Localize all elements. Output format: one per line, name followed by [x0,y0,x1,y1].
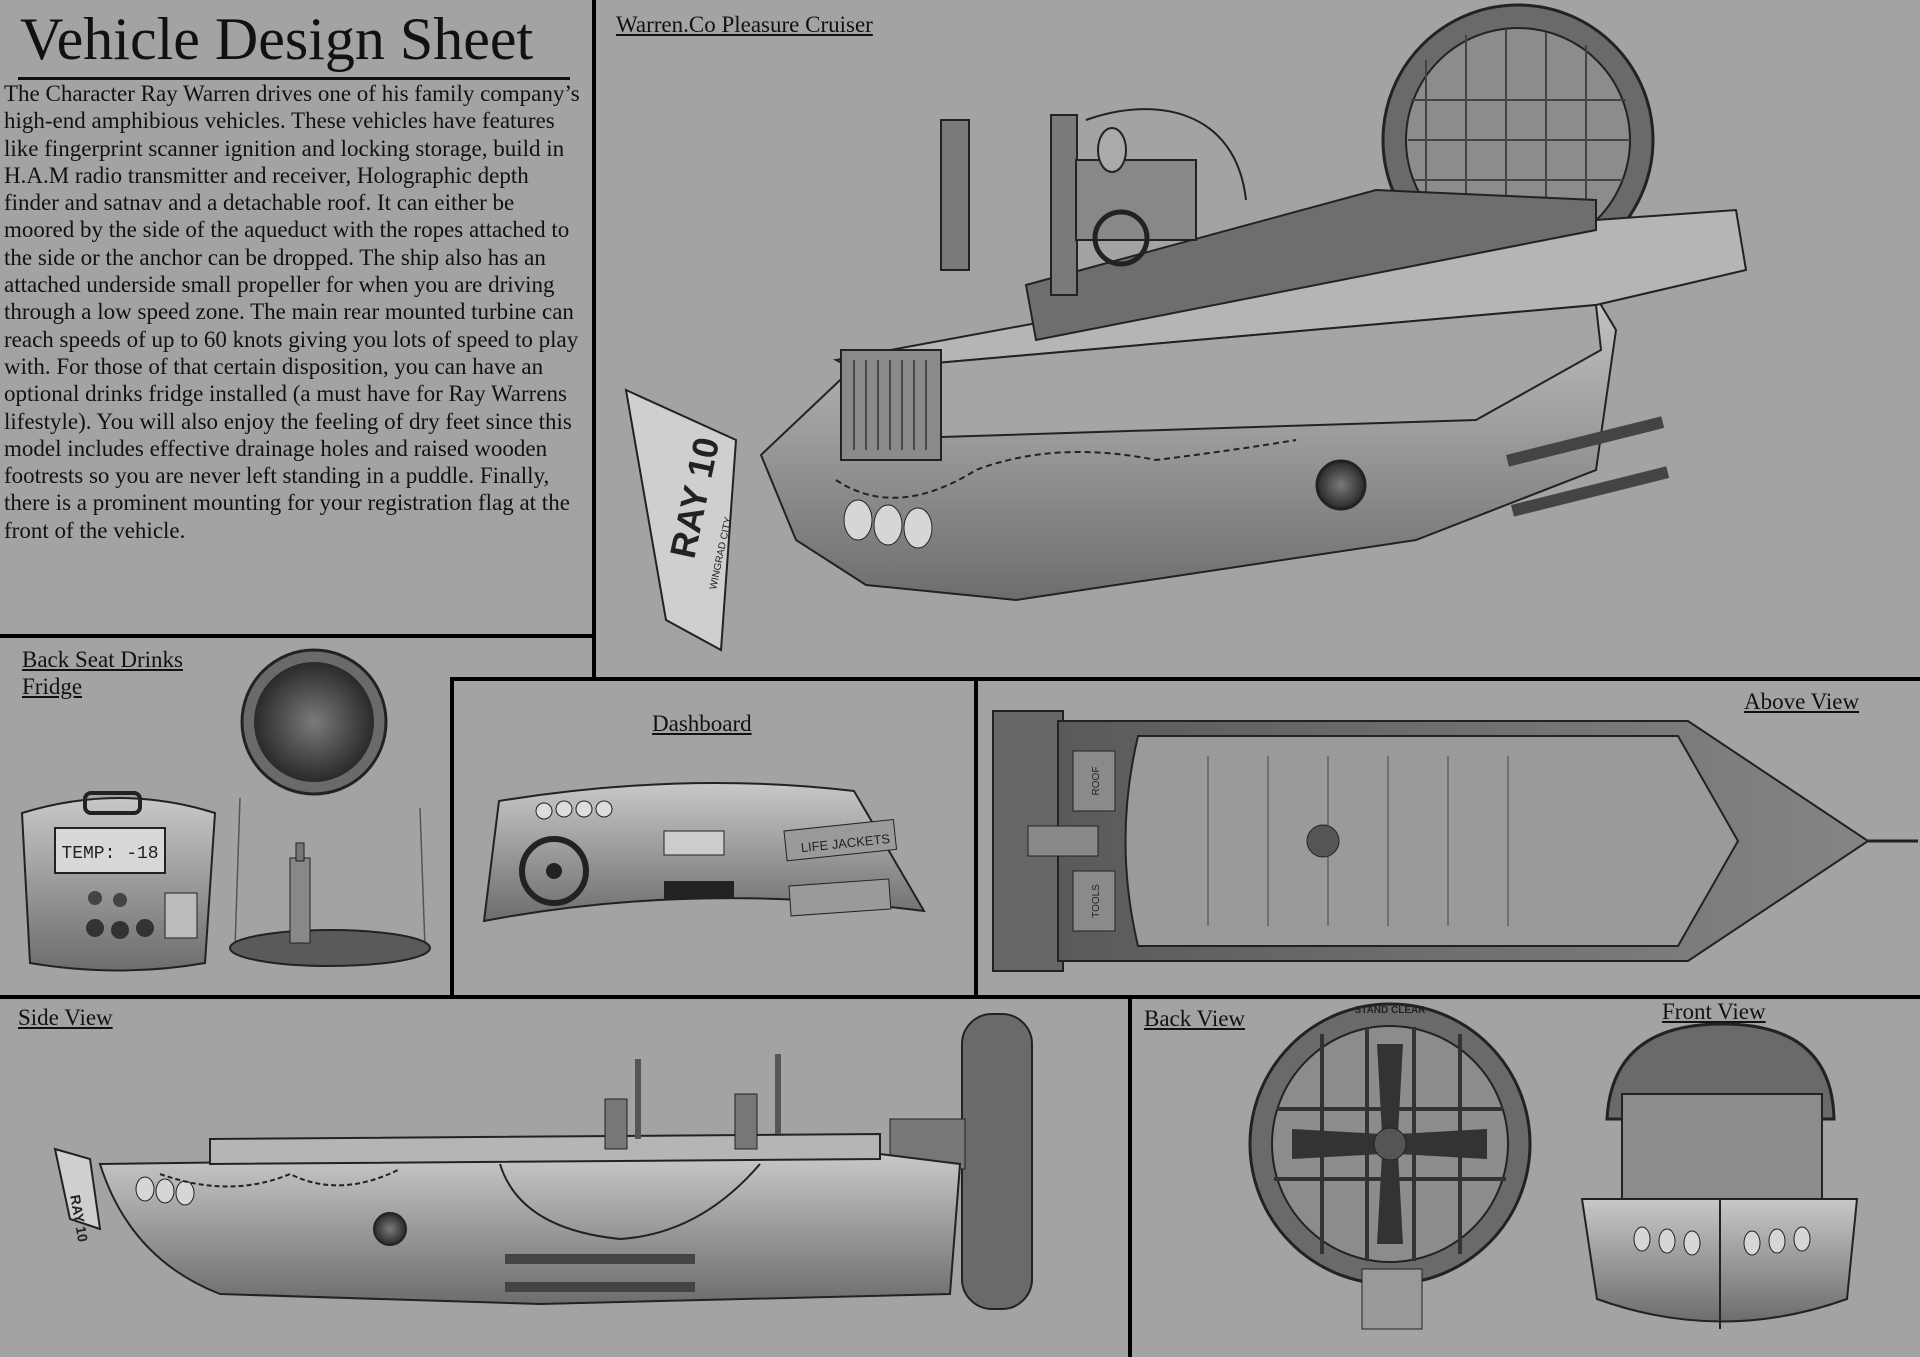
divider-dashboard-above [974,677,978,997]
divider-above-lower [1128,995,1920,999]
dashboard-title: Dashboard [652,711,752,736]
back-view-illustration: STAND CLEAR [1248,1002,1532,1330]
fridge-panel: Back Seat Drinks Fridge TEMP: -18 [0,638,450,995]
title-underline [18,77,570,80]
divider-vertical-top [592,0,596,680]
above-view-title: Above View [1744,689,1860,714]
above-view-illustration: ROOF TOOLS [992,710,1918,972]
front-view-panel: Front View [1572,999,1920,1357]
description-panel: Vehicle Design Sheet The Character Ray W… [0,0,592,634]
main-panel-title: Warren.Co Pleasure Cruiser [616,12,873,37]
divider-horizontal-lower [0,995,1130,999]
stand-clear-text: STAND CLEAR [1355,1005,1427,1016]
fridge-display-text: TEMP: -18 [61,844,158,864]
front-view-title: Front View [1662,999,1766,1024]
page-title: Vehicle Design Sheet [20,6,534,72]
side-hull [98,1152,962,1306]
side-view-panel: Side View RAY 10 [0,999,1128,1357]
divider-side-back [1128,995,1132,1357]
fridge-title-line1: Back Seat Drinks [22,647,183,672]
pleasure-cruiser-illustration: RAY 10 WINGRAD CITY [624,3,1748,652]
main-vehicle-panel: Warren.Co Pleasure Cruiser [596,0,1920,677]
side-view-illustration: RAY 10 [53,1013,1033,1310]
front-view-illustration [1580,1022,1859,1329]
back-view-panel: Back View STAND CLEAR [1132,999,1572,1357]
divider-horizontal-middle [450,677,1920,681]
side-view-title: Side View [18,1005,113,1030]
above-tools-label: TOOLS [1091,884,1102,918]
divider-fridge-dashboard [450,677,454,997]
back-view-title: Back View [1144,1006,1246,1031]
drinks-fridge-illustration: TEMP: -18 [20,648,431,972]
divider-horizontal-description [0,634,594,638]
dashboard-panel: Dashboard LIFE JACKETS [454,681,974,995]
dashboard-illustration: LIFE JACKETS [482,782,926,923]
design-description: The Character Ray Warren drives one of h… [4,81,580,543]
fridge-title-line2: Fridge [22,674,83,699]
above-roof-label: ROOF [1091,767,1102,796]
above-view-panel: Above View ROOF TOOLS [978,681,1920,995]
